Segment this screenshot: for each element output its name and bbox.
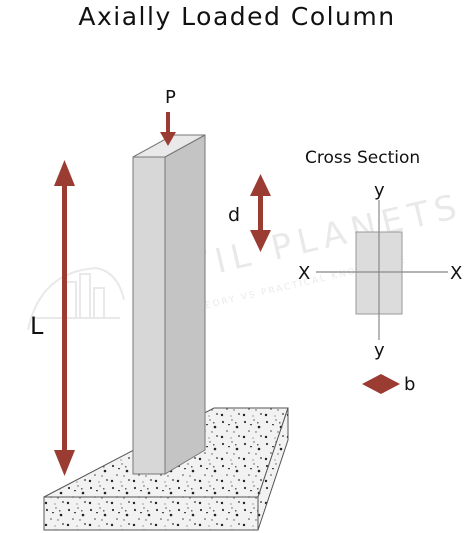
diagram-title: Axially Loaded Column <box>78 2 396 31</box>
column <box>132 134 206 475</box>
x-axis-label-left: X <box>298 263 310 284</box>
watermark-logo <box>27 266 125 331</box>
x-axis-label-right: X <box>450 263 462 284</box>
y-axis-label-bottom: y <box>374 340 385 361</box>
column-side <box>164 134 206 475</box>
width-label: b <box>404 374 415 395</box>
y-axis-label-top: y <box>374 180 385 201</box>
load-arrow <box>160 112 176 146</box>
depth-arrow <box>250 174 271 252</box>
length-arrow <box>54 160 75 476</box>
load-label: P <box>165 87 176 108</box>
column-front <box>132 156 166 475</box>
footing-front <box>43 496 259 531</box>
depth-label: d <box>228 204 240 226</box>
footing <box>43 407 289 531</box>
cross-section: Cross Section X X y y <box>298 148 462 361</box>
cross-section-title: Cross Section <box>305 148 420 168</box>
width-arrow <box>362 374 400 394</box>
length-label: L <box>30 312 44 340</box>
